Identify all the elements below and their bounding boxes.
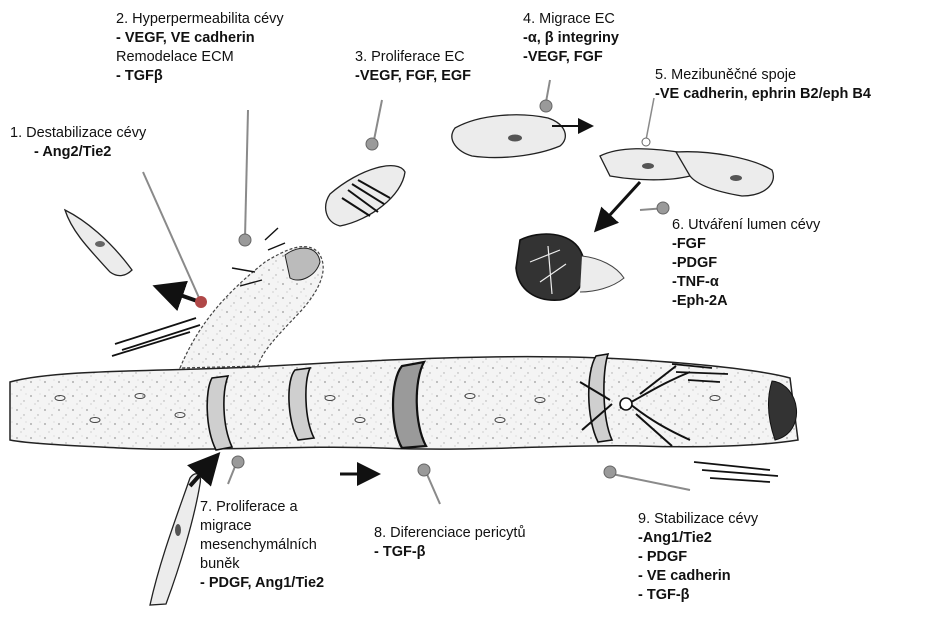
step-1-title: 1. Destabilizace cévy	[10, 124, 146, 143]
step-2-title: 2. Hyperpermeabilita cévy	[116, 10, 284, 29]
step-4-label: 4. Migrace EC -α, β integriny -VEGF, FGF	[523, 10, 619, 67]
step-7-line-2: migrace	[200, 517, 324, 536]
step-6-label: 6. Utváření lumen cévy -FGF -PDGF -TNF-α…	[672, 216, 820, 311]
step-7-line-4: buněk	[200, 555, 324, 574]
step-3-label: 3. Proliferace EC -VEGF, FGF, EGF	[355, 48, 471, 86]
step-9-factor-1: -Ang1/Tie2	[638, 529, 758, 548]
step-9-factor-2: - PDGF	[638, 548, 758, 567]
step-4-title: 4. Migrace EC	[523, 10, 619, 29]
step-8-title: 8. Diferenciace pericytů	[374, 524, 526, 543]
step-2-factor-2: - TGFβ	[116, 67, 284, 86]
step-7-line-3: mesenchymálních	[200, 536, 324, 555]
step-8-factor: - TGF-β	[374, 543, 526, 562]
step-9-factor-3: - VE cadherin	[638, 567, 758, 586]
step-3-factor: -VEGF, FGF, EGF	[355, 67, 471, 86]
step-6-factor-2: -PDGF	[672, 254, 820, 273]
step-7-label: 7. Proliferace a migrace mesenchymálních…	[200, 498, 324, 593]
step-2-label: 2. Hyperpermeabilita cévy - VEGF, VE cad…	[116, 10, 284, 86]
step-2-factor-1: - VEGF, VE cadherin	[116, 29, 284, 48]
step-7-title: 7. Proliferace a	[200, 498, 324, 517]
step-9-title: 9. Stabilizace cévy	[638, 510, 758, 529]
step-9-label: 9. Stabilizace cévy -Ang1/Tie2 - PDGF - …	[638, 510, 758, 605]
step-2-subtitle: Remodelace ECM	[116, 48, 284, 67]
step-7-factor: - PDGF, Ang1/Tie2	[200, 574, 324, 593]
step-6-factor-3: -TNF-α	[672, 273, 820, 292]
step-6-title: 6. Utváření lumen cévy	[672, 216, 820, 235]
step-5-factor: -VE cadherin, ephrin B2/eph B4	[655, 85, 871, 104]
step-6-factor-4: -Eph-2A	[672, 292, 820, 311]
step-4-factor-1: -α, β integriny	[523, 29, 619, 48]
step-6-factor-1: -FGF	[672, 235, 820, 254]
step-5-title: 5. Mezibuněčné spoje	[655, 66, 871, 85]
step-9-factor-4: - TGF-β	[638, 586, 758, 605]
step-5-label: 5. Mezibuněčné spoje -VE cadherin, ephri…	[655, 66, 871, 104]
step-4-factor-2: -VEGF, FGF	[523, 48, 619, 67]
step-8-label: 8. Diferenciace pericytů - TGF-β	[374, 524, 526, 562]
step-3-title: 3. Proliferace EC	[355, 48, 471, 67]
step-1-factor: - Ang2/Tie2	[10, 143, 146, 162]
step-1-label: 1. Destabilizace cévy - Ang2/Tie2	[10, 124, 146, 162]
